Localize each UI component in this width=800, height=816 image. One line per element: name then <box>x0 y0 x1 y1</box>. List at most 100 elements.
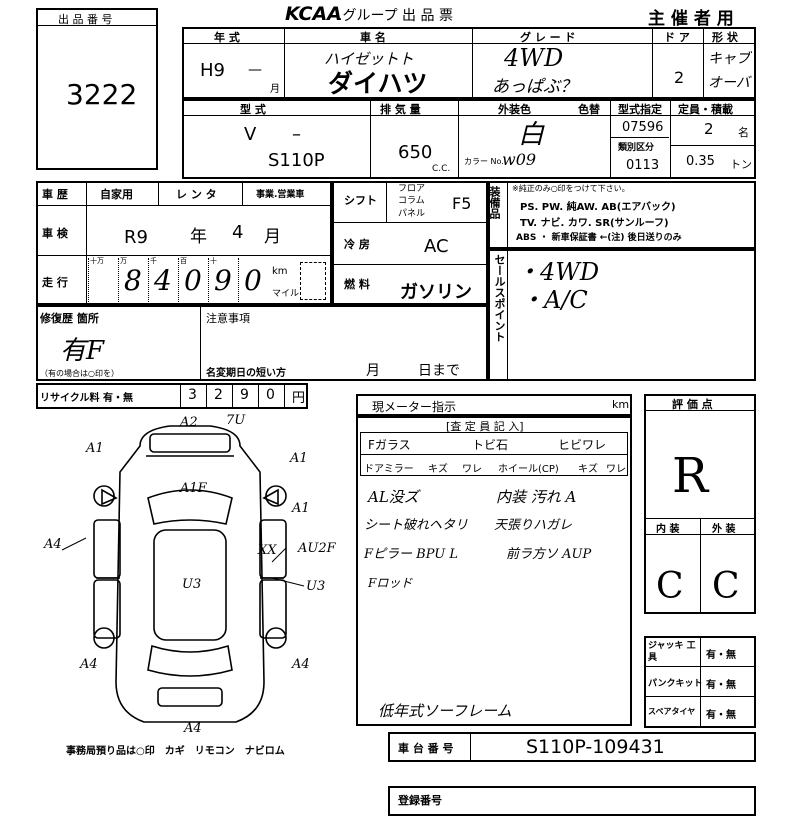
year-value: H9 <box>200 60 225 81</box>
divider <box>645 518 755 519</box>
mark-u3-roof: U3 <box>182 577 201 592</box>
spare-label: スペアタイヤ <box>648 707 696 716</box>
insp-era: R9 <box>124 227 148 248</box>
comment-8: 低年式ソーフレーム <box>378 702 512 720</box>
recycle-cell <box>206 384 232 408</box>
door-value: 2 <box>674 68 685 87</box>
divider <box>37 205 331 206</box>
shift-opt-1: フロア <box>398 184 426 194</box>
mileage-digit-label: 十 <box>210 257 217 265</box>
jack-value: 有・無 <box>706 650 736 661</box>
divider <box>645 410 755 411</box>
recycle-cell <box>284 384 310 408</box>
check-item-9: ワレ <box>606 464 626 475</box>
mileage-digit: 8 <box>124 264 142 297</box>
color-change-label: 色替 <box>578 103 600 116</box>
grade-hand-1: 4WD <box>504 44 564 72</box>
mileage-cell <box>178 258 208 302</box>
capacity-unit: 名 <box>738 126 749 139</box>
model-label: 型式指定 <box>618 103 662 116</box>
mileage-cell <box>208 258 238 302</box>
meter-label: 現メーター指示 <box>372 400 457 414</box>
recycle-digit: 0 <box>266 387 275 403</box>
grading-frame <box>644 394 756 614</box>
mileage-digit: 4 <box>154 264 172 297</box>
comment-6: 前ラ方ソ AUP <box>506 547 592 562</box>
mileage-label: 走 行 <box>42 276 68 289</box>
sales-hand-1: ・4WD <box>516 258 600 286</box>
year-label: 年 式 <box>214 31 240 44</box>
row1-frame <box>182 27 756 99</box>
sales-frame <box>488 249 756 381</box>
private-label: 自家用 <box>100 188 133 201</box>
puncture-label: パンクキット <box>648 679 703 689</box>
divider <box>458 100 459 178</box>
grading-label: 評 価 点 <box>672 398 713 411</box>
recycle-cell <box>258 384 284 408</box>
check-item-6: ワレ <box>462 464 482 475</box>
mark-xx-right-side: XX <box>257 543 277 558</box>
divider <box>611 137 669 138</box>
meter-frame <box>356 394 632 416</box>
mark-a4-rear: A4 <box>183 721 202 736</box>
mileage-digit: 9 <box>214 264 232 297</box>
divider <box>700 637 701 727</box>
divider <box>86 182 87 304</box>
host-label: 主 催 者 用 <box>648 9 734 29</box>
comment-5: Fピラー BPU L <box>364 547 458 562</box>
recycle-unit: 円 <box>292 391 306 406</box>
mark-a4-rear-right: A4 <box>291 657 310 672</box>
mark-a4-left-side: A4 <box>43 537 62 552</box>
recycle-digit: 2 <box>214 387 223 403</box>
divider <box>703 28 704 98</box>
notes-label: 注意事項 <box>206 312 250 325</box>
shape-label: 形 状 <box>712 31 738 44</box>
comment-7: Fロッド <box>368 576 413 590</box>
divider <box>610 100 611 178</box>
equip-line-3: ABS ・ 新車保証書 ←(注) 後日送りのみ <box>516 233 682 243</box>
recycle-digit: 9 <box>240 387 249 403</box>
mileage-digit-label: 十万 <box>90 257 104 265</box>
divider <box>507 250 508 380</box>
equip-line-1: PS. PW. 純AW. AB(エアバック) <box>520 202 676 213</box>
mark-a1-lower-right: A1 <box>291 501 310 516</box>
divider <box>361 454 627 455</box>
color-label: 外装色 <box>498 103 531 116</box>
capacity-label: 定員・積載 <box>678 103 733 116</box>
spare-value: 有・無 <box>706 710 736 721</box>
type-prefix: V <box>244 124 257 145</box>
fuel-value: ガソリン <box>400 282 472 303</box>
divider <box>470 733 471 761</box>
mileage-cell <box>118 258 148 302</box>
car-diagram: A1 A2 7U A1 A1F A1 A4 XX AU2F U3 U3 A4 A… <box>43 413 337 736</box>
color-hand: 白 <box>518 120 545 150</box>
mark-a1-front-left: A1 <box>85 441 104 456</box>
type-dash: – <box>292 124 301 145</box>
check-item-1: Fガラス <box>368 438 411 452</box>
mark-a1-front-right: A1 <box>289 451 308 466</box>
insp-month-label: 月 <box>264 227 281 247</box>
grade-label: グ レ ー ド <box>520 31 576 44</box>
deadline-day-label: 日まで <box>418 363 460 379</box>
mileage-cell <box>148 258 178 302</box>
inspection-label: 車 検 <box>42 227 68 240</box>
check-item-2: トビ石 <box>472 438 509 452</box>
divider <box>700 519 701 613</box>
mile-checkbox <box>300 262 326 300</box>
check-item-8: キズ <box>578 464 598 475</box>
logo: KCAA <box>285 3 342 25</box>
repair-frame <box>36 305 488 381</box>
divider <box>158 182 159 205</box>
divider <box>200 306 201 380</box>
bottom-frame <box>388 786 756 816</box>
repair-label: 修復歴 箇所 <box>40 312 99 325</box>
mark-a4-rear-left: A4 <box>79 657 98 672</box>
category-value: 0113 <box>626 158 660 173</box>
recycle-cell <box>180 384 206 408</box>
category-label: 類別区分 <box>618 143 655 153</box>
check-grid <box>360 432 628 476</box>
check-item-5: キズ <box>428 464 448 475</box>
interior-grade: C <box>656 566 684 607</box>
sales-hand-2: ・A/C <box>520 286 588 314</box>
fuel-label: 燃 料 <box>344 278 370 291</box>
